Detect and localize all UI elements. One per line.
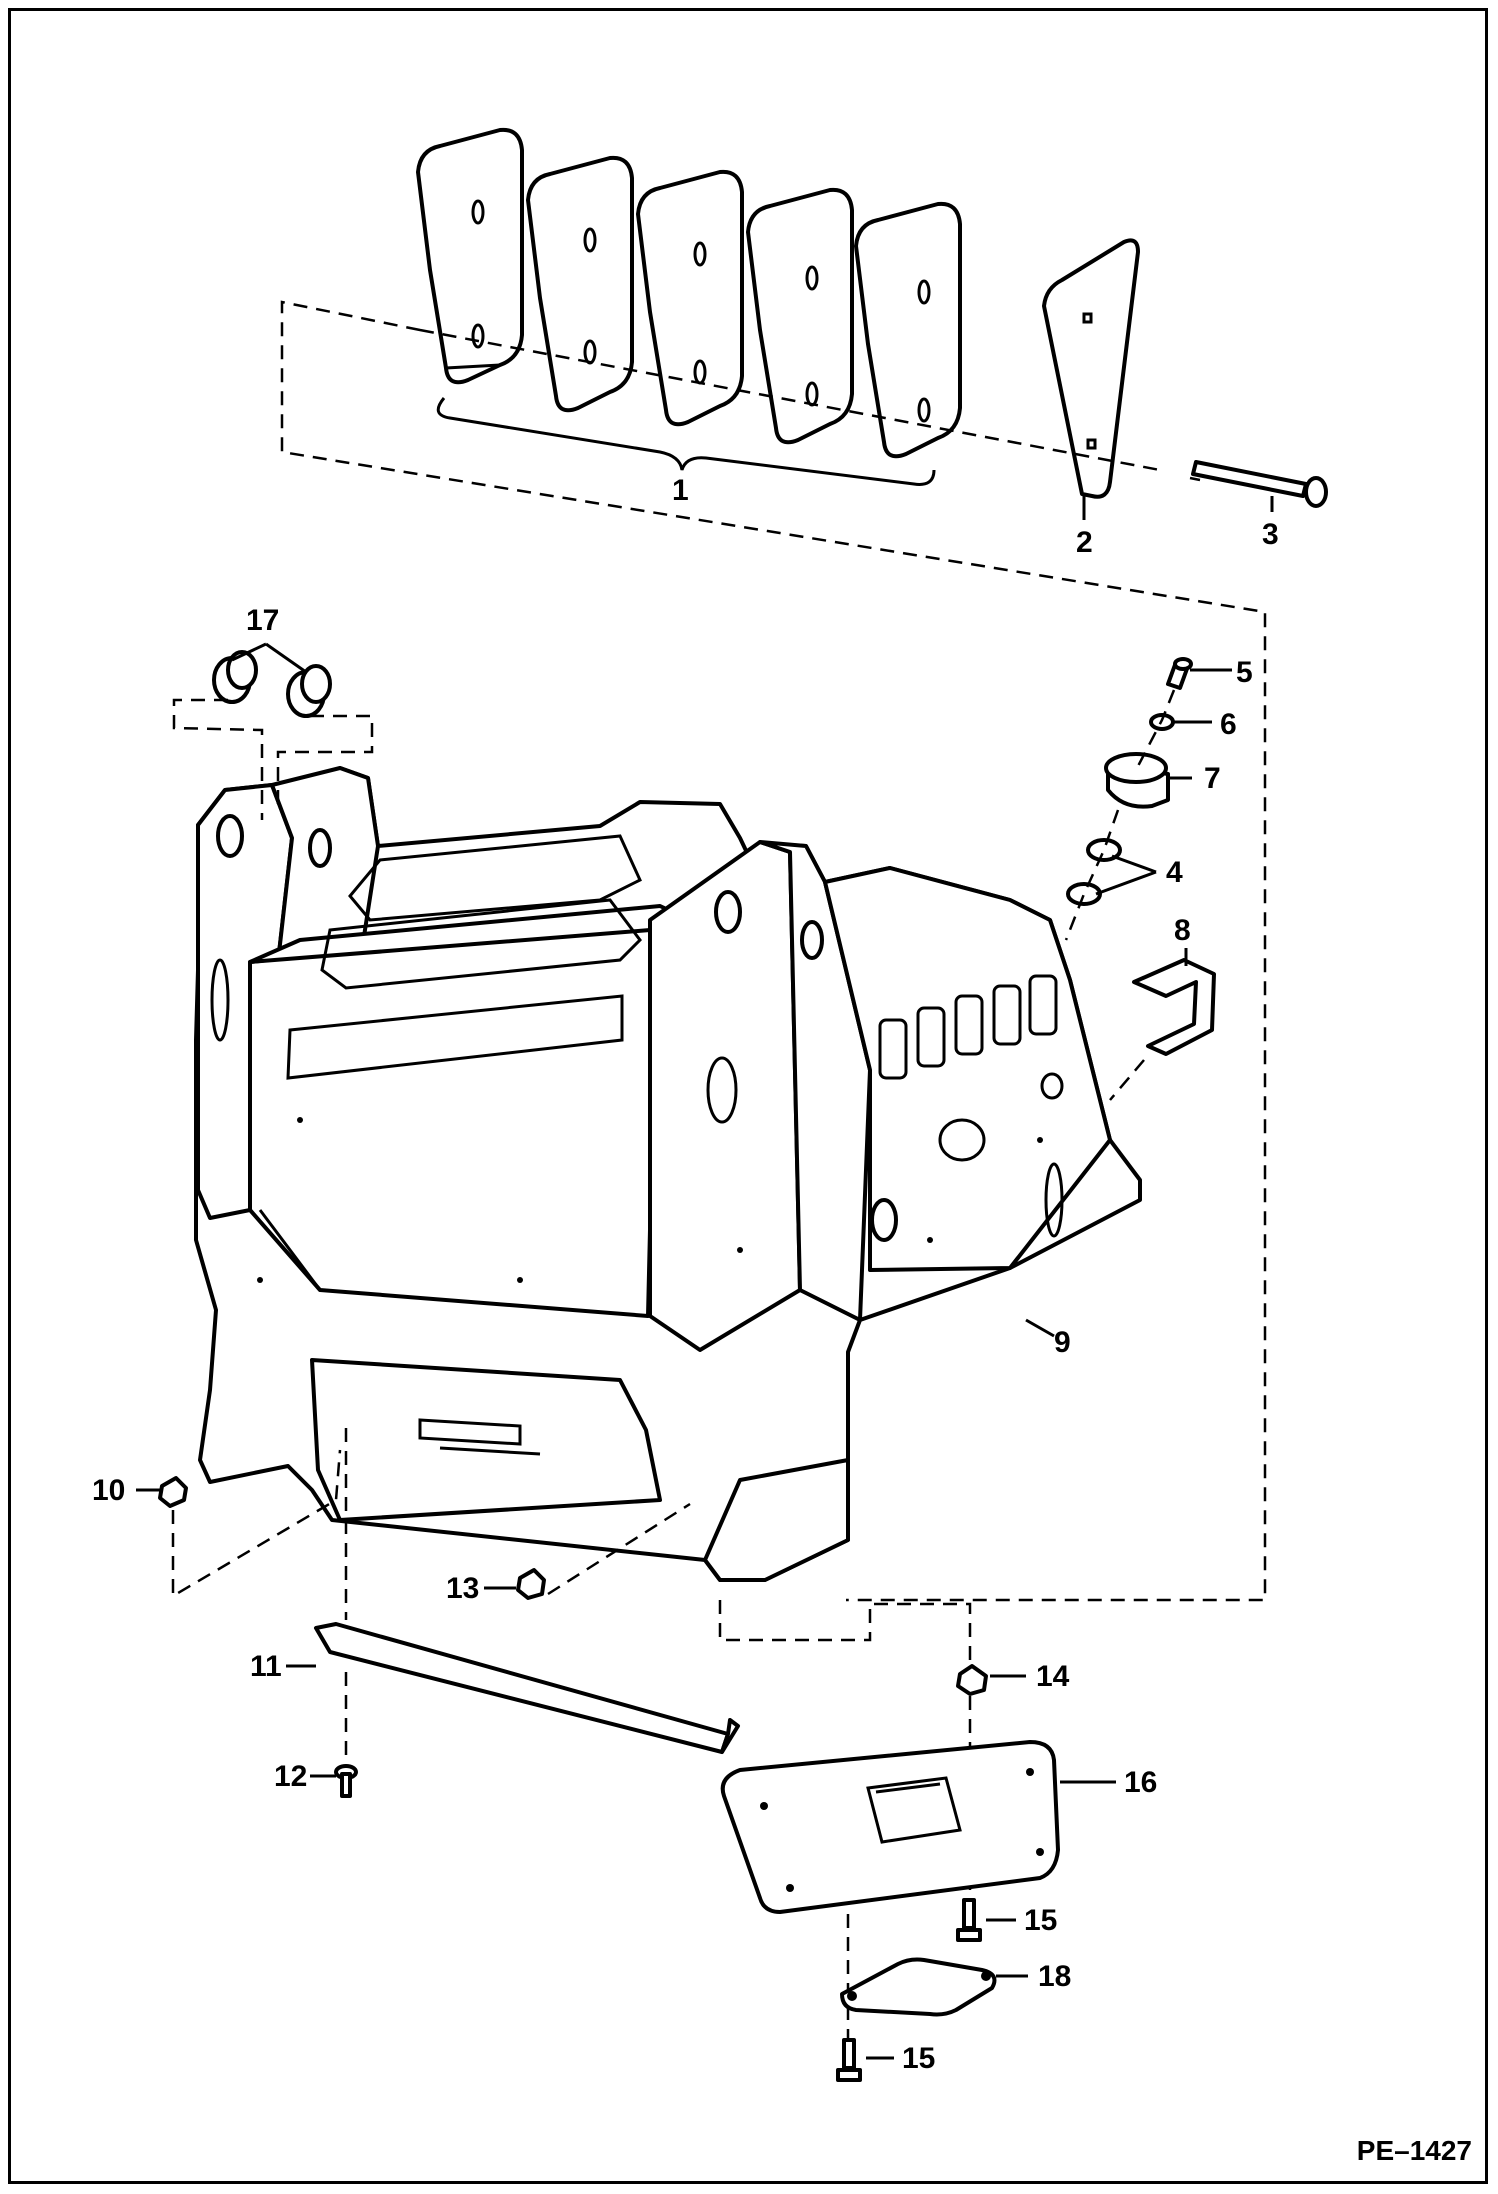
callout-8: 8 (1174, 914, 1191, 947)
counterweight-plate-3 (636, 169, 744, 427)
assembly-path-right (1064, 689, 1176, 1101)
nut-13 (516, 1568, 546, 1600)
counterweight-plates (416, 127, 962, 459)
grommet-path (172, 698, 374, 820)
path-nut-10 (171, 1449, 342, 1599)
callout-1: 1 (672, 474, 689, 507)
bolt-15-upper (956, 1898, 982, 1942)
nut-10 (158, 1476, 188, 1508)
drawing-border (8, 8, 1488, 2184)
skid-strip (314, 1622, 740, 1754)
group-brace (436, 397, 936, 486)
grommets (212, 650, 332, 718)
callout-17: 17 (246, 604, 279, 637)
bolt-12 (334, 1764, 358, 1798)
callout-16: 16 (1124, 1766, 1157, 1799)
bolt-15-lower (836, 2038, 862, 2082)
rubber-mount (1104, 752, 1170, 809)
assembly-path-top (280, 300, 1267, 1602)
nut-14 (956, 1664, 988, 1696)
counterweight-plate-1 (416, 127, 524, 385)
figure-reference: PE–1427 (1357, 2135, 1472, 2166)
callout-3: 3 (1262, 518, 1279, 551)
callout-7: 7 (1204, 762, 1221, 795)
callout-6: 6 (1220, 708, 1237, 741)
callout-10: 10 (92, 1474, 125, 1507)
path-nut-13 (547, 1502, 972, 1660)
callout-18: 18 (1038, 1960, 1071, 1993)
callout-12: 12 (274, 1760, 307, 1793)
callout-5: 5 (1236, 656, 1253, 689)
washers-pair (1066, 838, 1122, 906)
cap-screw (1166, 657, 1193, 690)
counterweight-plate-4 (746, 187, 854, 445)
callout-15-upper: 15 (1024, 1904, 1057, 1937)
callout-9: 9 (1054, 1326, 1071, 1359)
carriage-bolt (1191, 460, 1328, 508)
retainer-plate (1042, 238, 1140, 499)
cover-plate (720, 1740, 1060, 1914)
main-frame (194, 766, 1142, 1582)
callout-15-lower: 15 (902, 2042, 935, 2075)
callout-4: 4 (1166, 856, 1183, 889)
small-cover (840, 1957, 997, 2017)
counterweight-plate-5 (854, 201, 962, 459)
clip-bracket (1132, 958, 1216, 1056)
callout-14: 14 (1036, 1660, 1070, 1693)
callout-labels: 1 2 3 17 5 6 7 4 8 9 10 13 11 14 12 16 1… (92, 474, 1279, 2075)
leader-lines (136, 496, 1274, 2060)
callout-13: 13 (446, 1572, 479, 1605)
callout-11: 11 (250, 1650, 282, 1683)
counterweight-plate-2 (526, 155, 634, 413)
callout-2: 2 (1076, 526, 1093, 559)
